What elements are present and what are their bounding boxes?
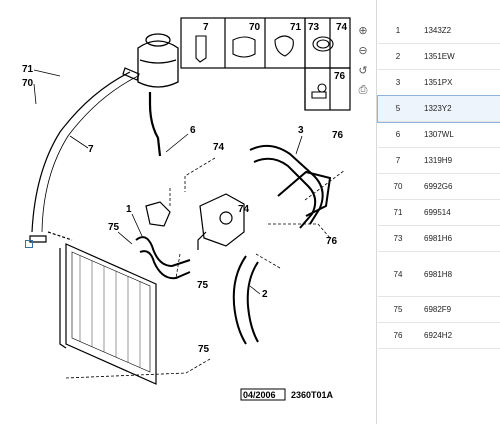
part-number: 75 <box>393 305 403 314</box>
callout-7: 7 <box>88 144 94 155</box>
parts-row[interactable]: 76 6924H2 <box>378 323 500 349</box>
diagram-toolbar: ⊕ ⊖ ↺ ⎙ <box>355 22 373 102</box>
part-number: 71 <box>393 208 403 217</box>
leader-lines <box>33 69 89 149</box>
thermostat-housing <box>145 193 245 250</box>
part-number: 76 <box>393 331 403 340</box>
zoom-out-icon[interactable]: ⊖ <box>358 44 368 57</box>
part-number: 2 <box>395 52 401 61</box>
part-code: 1351EW <box>424 52 455 61</box>
parts-row[interactable]: 2 1351EW <box>378 44 500 70</box>
upper-hose <box>249 144 332 229</box>
part-number: 70 <box>393 182 403 191</box>
part-code: 1307WL <box>424 130 454 139</box>
parts-row[interactable]: 75 6982F9 <box>378 297 500 323</box>
legend-box <box>180 17 351 111</box>
parts-row[interactable]: 73 6981H6 <box>378 226 500 252</box>
callout-76-lower: 76 <box>326 236 338 247</box>
stamp-date: 04/2006 <box>243 390 276 400</box>
panel-divider <box>376 0 377 424</box>
parts-row[interactable]: 74 6981H8 <box>378 252 500 297</box>
callout-2: 2 <box>262 289 268 300</box>
reference-stamp: 04/2006 2360T01A <box>240 388 334 401</box>
callout-75-left: 75 <box>108 222 120 233</box>
part-number: 5 <box>395 104 401 113</box>
parts-row[interactable]: 7 1319H9 <box>378 148 500 174</box>
part-code: 6981H6 <box>424 234 453 243</box>
expansion-tank <box>137 33 179 157</box>
part-number: 3 <box>395 78 401 87</box>
callout-75-bottom: 75 <box>198 344 210 355</box>
parts-row[interactable]: 3 1351PX <box>378 70 500 96</box>
legend-label-7: 7 <box>203 22 209 33</box>
parts-row[interactable]: 70 6992G6 <box>378 174 500 200</box>
legend-label-70: 70 <box>249 22 261 33</box>
part-number: 6 <box>395 130 401 139</box>
legend-parts <box>195 35 334 99</box>
stamp-ref: 2360T01A <box>291 390 334 400</box>
callout-1: 1 <box>126 204 132 215</box>
reset-icon[interactable]: ↺ <box>358 64 368 77</box>
part-code: 1319H9 <box>424 156 453 165</box>
part-code: 699514 <box>424 208 451 217</box>
parts-list: 1 1343Z2 2 1351EW 3 1351PX 5 1323Y2 6 1307WL 7 1319… <box>377 18 500 349</box>
part-number: 1 <box>395 26 401 35</box>
part-code: 1351PX <box>424 78 453 87</box>
callout-74-right: 74 <box>238 204 250 215</box>
part-code: 6924H2 <box>424 331 453 340</box>
parts-row[interactable]: 1 1343Z2 <box>378 18 500 44</box>
callout-70: 70 <box>22 78 34 89</box>
dashed-leaders <box>65 157 346 379</box>
legend-label-73: 73 <box>308 22 320 33</box>
diagram-drawing: 7 70 71 73 74 76 71 70 7 6 <box>22 17 351 401</box>
part-code: 1323Y2 <box>424 104 452 113</box>
print-icon[interactable]: ⎙ <box>358 83 368 96</box>
exploded-parts-diagram: 7 70 71 73 74 76 71 70 7 6 <box>22 17 351 401</box>
part-number: 73 <box>393 234 403 243</box>
lower-hose <box>135 236 191 280</box>
legend-label-76: 76 <box>334 71 346 82</box>
callout-71: 71 <box>22 64 34 75</box>
radiator-hose <box>232 255 259 345</box>
part-code: 6981H8 <box>424 269 453 279</box>
legend-label-74: 74 <box>336 22 348 33</box>
radiator <box>59 243 157 385</box>
zoom-in-icon[interactable]: ⊕ <box>358 24 368 37</box>
cable-end-marker[interactable] <box>25 240 33 248</box>
part-code: 1343Z2 <box>424 26 452 35</box>
part-code: 6982F9 <box>424 305 452 314</box>
part-code: 6992G6 <box>424 182 453 191</box>
parts-row[interactable]: 5 1323Y2 <box>377 95 500 123</box>
parts-row[interactable]: 6 1307WL <box>378 122 500 148</box>
callout-6: 6 <box>190 125 196 136</box>
parts-row[interactable]: 71 699514 <box>378 200 500 226</box>
legend-label-71: 71 <box>290 22 302 33</box>
callout-3: 3 <box>298 125 304 136</box>
callout-75-mid: 75 <box>197 280 209 291</box>
callout-76-upper: 76 <box>332 130 344 141</box>
part-number: 7 <box>395 156 401 165</box>
part-number: 74 <box>393 269 403 279</box>
callout-74: 74 <box>213 142 225 153</box>
cable <box>29 67 140 243</box>
